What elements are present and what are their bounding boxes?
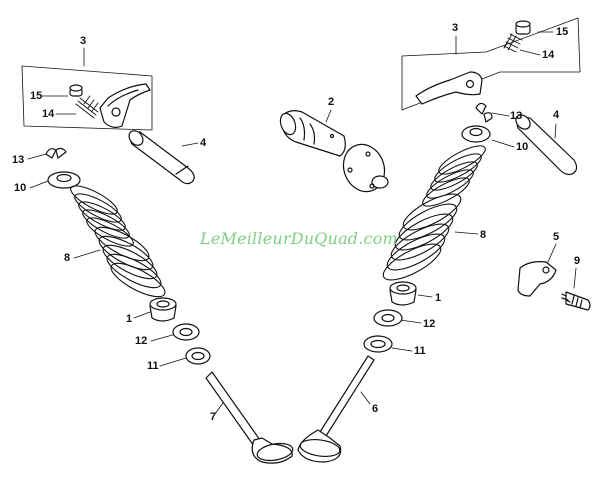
callout-14-left: 14	[42, 108, 55, 120]
callout-7: 7	[210, 411, 217, 423]
callout-12-left: 12	[135, 335, 148, 347]
callout-4-left: 4	[200, 137, 207, 149]
right-valve-keepers	[475, 102, 493, 123]
callout-4-right: 4	[553, 109, 560, 121]
callout-3-right: 3	[452, 22, 459, 34]
callout-13-left: 13	[12, 154, 25, 166]
callout-10-left: 10	[14, 182, 27, 194]
right-rocker-arm-assembly	[401, 17, 581, 111]
left-spring-retainer	[47, 171, 81, 189]
callout-9: 9	[574, 255, 581, 267]
callout-6: 6	[372, 403, 379, 415]
callout-13-right: 13	[510, 110, 523, 122]
decompressor-bolt	[561, 291, 591, 311]
callout-1-right: 1	[435, 292, 442, 304]
callout-14-right: 14	[542, 49, 555, 61]
right-valve-guide-ring	[363, 335, 393, 353]
left-intake-valve	[205, 371, 294, 464]
right-exhaust-valve	[297, 355, 375, 463]
callout-5: 5	[553, 231, 560, 243]
callout-10-right: 10	[516, 141, 529, 153]
left-rocker-shaft	[128, 130, 195, 185]
callout-1-left: 1	[126, 313, 133, 325]
watermark: LeMeilleurDuQuad.com	[200, 229, 398, 248]
callout-15-left: 15	[30, 90, 43, 102]
callout-11-left: 11	[147, 360, 159, 372]
left-valve-stem-seal	[149, 297, 177, 322]
right-valve-stem-seal	[389, 281, 417, 306]
right-rocker-shaft	[515, 114, 578, 176]
left-rocker-arm-assembly	[21, 65, 153, 131]
callout-3-left: 3	[80, 35, 87, 47]
callout-8-right: 8	[480, 229, 487, 241]
left-valve-springs	[70, 185, 166, 298]
callout-2: 2	[328, 96, 335, 108]
callout-12-right: 12	[423, 318, 436, 330]
left-valve-keepers	[45, 147, 67, 159]
callout-11-right: 11	[414, 345, 426, 357]
callout-8-left: 8	[64, 252, 71, 264]
decompressor-plate	[517, 261, 557, 297]
right-spring-seat	[373, 309, 403, 327]
left-spring-seat	[172, 323, 200, 341]
right-spring-retainer	[461, 125, 491, 143]
camshaft	[279, 110, 389, 193]
right-valve-springs	[382, 145, 486, 281]
left-valve-guide-ring	[185, 347, 211, 365]
callout-15-right: 15	[556, 26, 569, 38]
